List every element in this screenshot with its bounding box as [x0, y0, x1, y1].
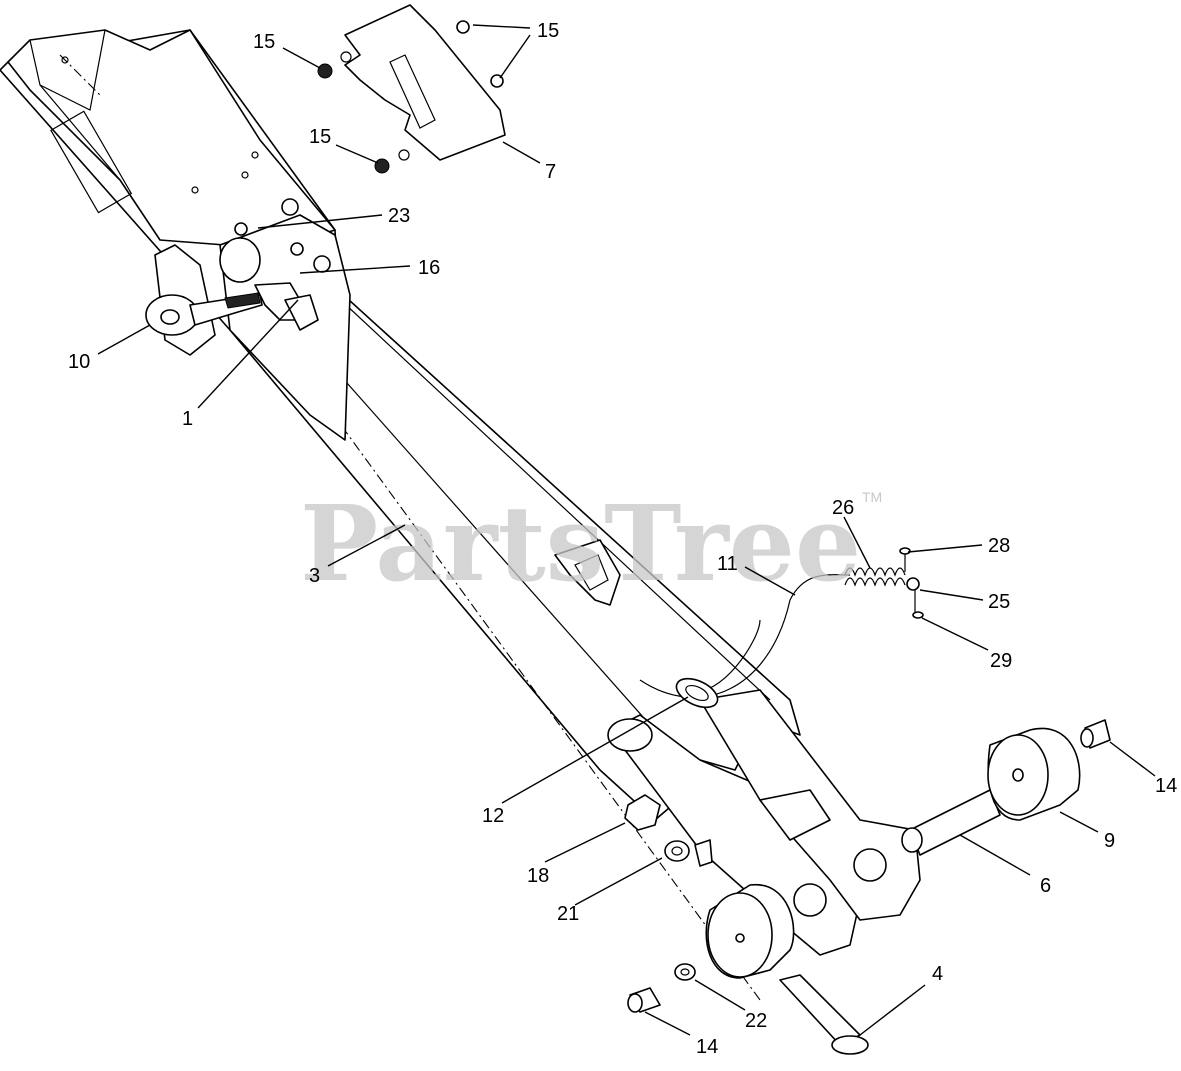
callout-29: 29	[990, 650, 1012, 672]
lower-legs	[607, 689, 921, 956]
leader-lines	[97, 24, 1156, 1036]
callout-15: 15	[253, 31, 275, 53]
callout-labels: 15 15 15 7 23 16 10 1 3 26 11 28 25 29 1…	[68, 20, 1177, 1058]
left-wheel	[624, 794, 869, 1055]
callout-6: 6	[1040, 875, 1051, 897]
callout-21: 21	[557, 903, 579, 925]
callout-7: 7	[545, 161, 556, 183]
callout-4: 4	[932, 963, 943, 985]
watermark: PartsTree	[300, 482, 861, 605]
callout-25: 25	[988, 591, 1010, 613]
callout-28: 28	[988, 535, 1010, 557]
callout-16: 16	[418, 257, 440, 279]
handle-tube	[0, 29, 801, 1001]
callout-14: 14	[1155, 775, 1177, 797]
callout-3: 3	[309, 565, 320, 587]
callout-23: 23	[388, 205, 410, 227]
cable-assembly	[639, 547, 924, 709]
callout-1: 1	[182, 408, 193, 430]
control-bracket	[317, 4, 506, 174]
callout-12: 12	[482, 805, 504, 827]
callout-10: 10	[68, 351, 90, 373]
callout-18: 18	[527, 865, 549, 887]
watermark-trademark: TM	[862, 489, 882, 505]
callout-14: 14	[696, 1036, 718, 1058]
callout-15: 15	[537, 20, 559, 42]
callout-9: 9	[1104, 830, 1115, 852]
callout-15: 15	[309, 126, 331, 148]
callout-26: 26	[832, 497, 854, 519]
callout-22: 22	[745, 1010, 767, 1032]
callout-11: 11	[717, 553, 738, 575]
right-wheel	[901, 719, 1111, 856]
